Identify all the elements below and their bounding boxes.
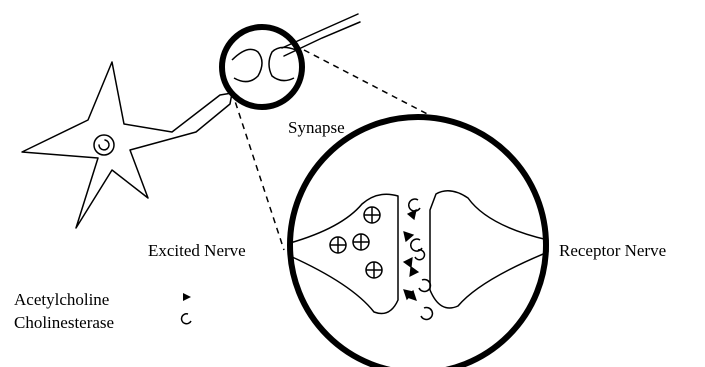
synapse-label: Synapse: [288, 119, 345, 136]
receptor-nerve-label: Receptor Nerve: [559, 242, 666, 259]
legend-acetylcholine-label: Acetylcholine: [14, 291, 109, 308]
small-presynaptic-knob: [232, 49, 262, 81]
vesicle: [353, 234, 369, 250]
vesicle: [364, 207, 380, 223]
small-synapse: [232, 47, 296, 81]
zoom-line-left: [232, 92, 284, 250]
neuron-nucleus: [94, 135, 114, 155]
excited-nerve-label: Excited Nerve: [148, 242, 246, 259]
magnified-synapse-circle: [290, 117, 546, 367]
neuron-body-outline: [22, 62, 232, 228]
legend-cholinesterase-label: Cholinesterase: [14, 314, 114, 331]
legend-acetylcholine-symbol: [183, 293, 191, 301]
vesicle: [330, 237, 346, 253]
vesicle: [366, 262, 382, 278]
neuron-cell: [22, 62, 232, 228]
neuron-nucleolus: [99, 140, 109, 150]
legend-cholinesterase-symbol: [182, 314, 191, 324]
